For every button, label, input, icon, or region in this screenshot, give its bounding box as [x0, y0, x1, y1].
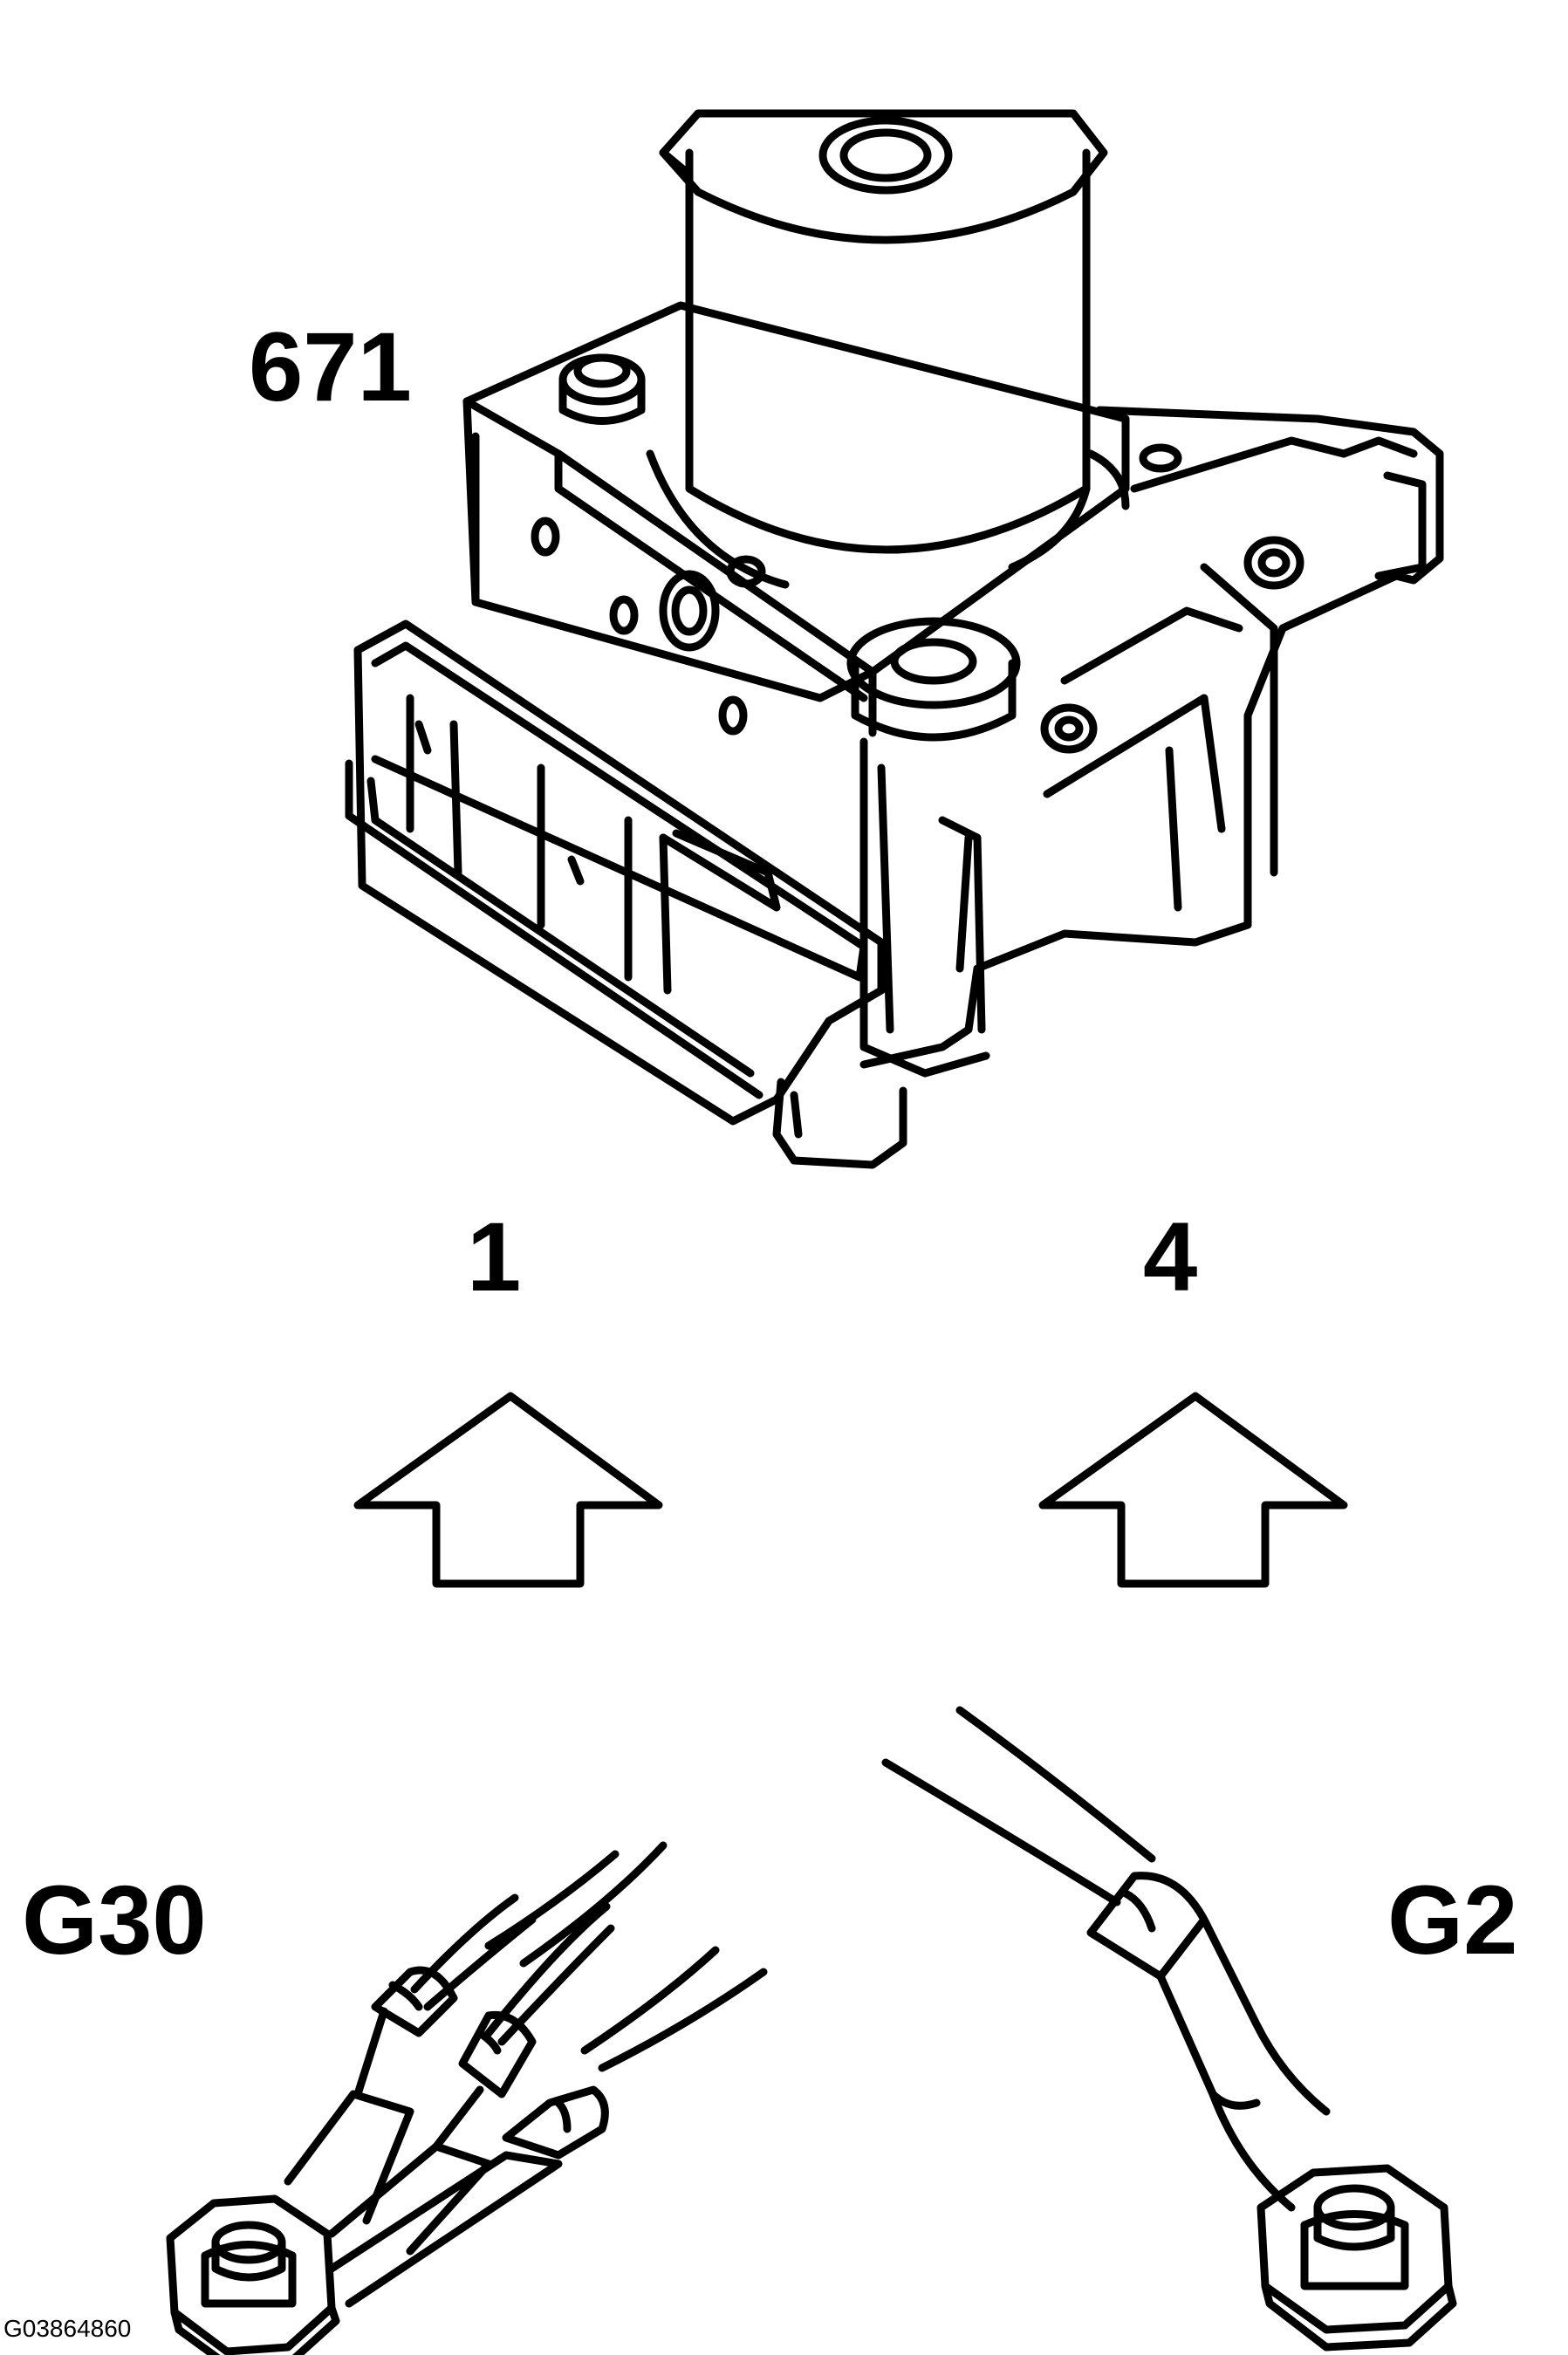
arrow-up-right: [1038, 1392, 1348, 1588]
connector-label-1: 1: [467, 1202, 522, 1311]
arrow-up-left: [353, 1392, 663, 1588]
connector-label-4: 4: [1143, 1202, 1198, 1311]
figure-id: G03864860: [3, 2315, 132, 2342]
component-label-671: 671: [249, 312, 412, 421]
ground-terminal-g30: [166, 1841, 768, 2355]
ground-label-g2: G2: [1387, 1866, 1518, 1975]
ground-terminal-g2: [881, 1706, 1457, 2352]
ground-label-g30: G30: [22, 1866, 207, 1975]
abs-modulator-unit: [345, 109, 1444, 1169]
